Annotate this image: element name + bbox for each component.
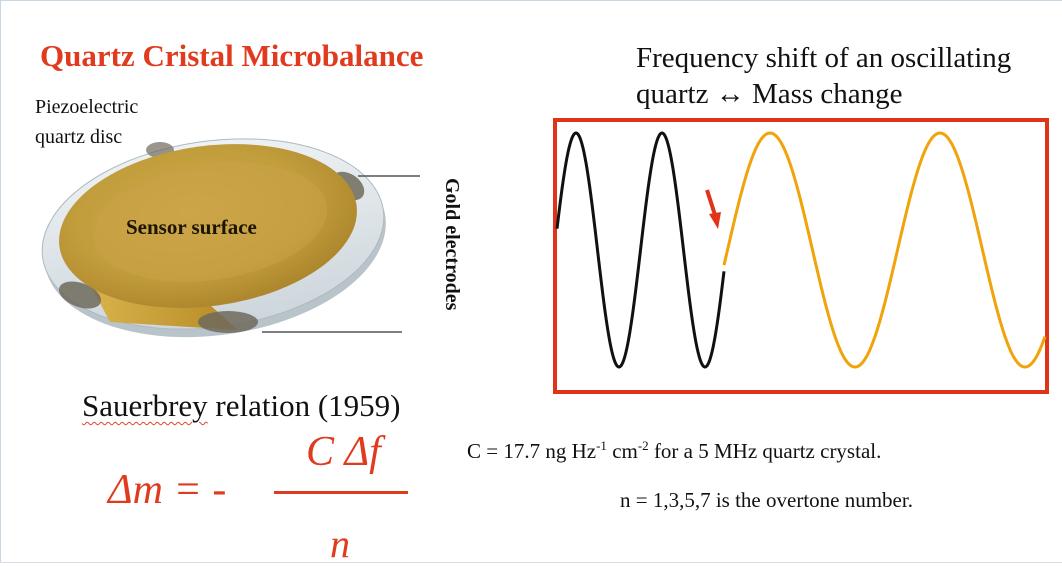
sauerbrey-heading: Sauerbrey relation (1959) — [82, 388, 401, 424]
wave-before — [555, 131, 726, 369]
gold-electrodes-label: Gold electrodes — [441, 178, 463, 311]
piezoelectric-disc-label: Piezoelectric quartz disc — [35, 96, 139, 148]
sensor-surface-label: Sensor surface — [126, 215, 257, 239]
wave-after — [722, 131, 1047, 369]
formula-denominator: n — [330, 521, 350, 566]
sauerbrey-suffix: relation (1959) — [207, 388, 401, 423]
sensor-surface — [59, 144, 357, 308]
down-arrow-icon — [705, 189, 721, 229]
slide-border-top — [0, 0, 1062, 1]
frequency-shift-title: Frequency shift of an oscillating quartz… — [636, 42, 1012, 110]
formula-lhs: Δm = - — [108, 467, 227, 513]
constant-mid: cm — [606, 439, 638, 463]
slide-title: Quartz Cristal Microbalance — [40, 38, 424, 73]
constant-post: for a 5 MHz quartz crystal. — [648, 439, 882, 463]
constant-pre: C = 17.7 ng Hz — [467, 439, 597, 463]
formula-numerator: C Δf — [306, 429, 381, 475]
slide-border-left — [0, 0, 1, 563]
constant-exp2: -2 — [637, 438, 649, 453]
overtone-definition: n = 1,3,5,7 is the overtone number. — [620, 488, 913, 512]
constant-exp1: -1 — [596, 438, 607, 453]
sauerbrey-name: Sauerbrey — [82, 388, 208, 423]
constant-definition: C = 17.7 ng Hz-1 cm-2 for a 5 MHz quartz… — [467, 438, 881, 464]
formula-fraction-bar — [274, 491, 408, 494]
frequency-box — [553, 118, 1049, 394]
